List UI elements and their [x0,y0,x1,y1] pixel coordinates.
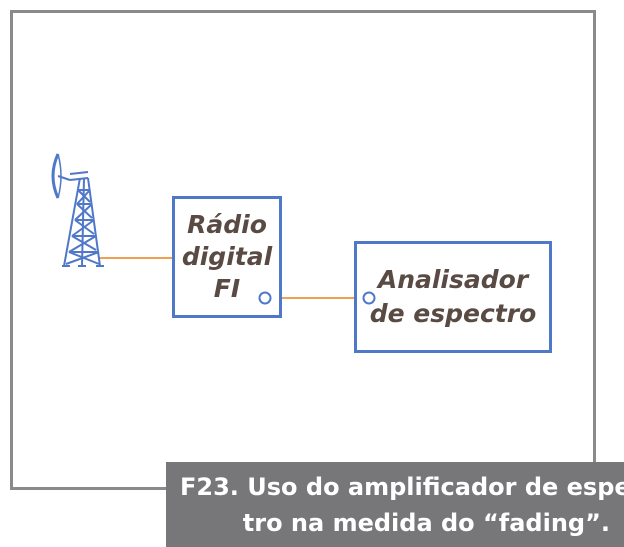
radio-box-line-2: digital [181,242,273,271]
radio-box-line-3: FI [213,274,241,303]
analyzer-box-line-2: de espectro [369,299,537,328]
caption-line-2: tro na medida do “fading”. [242,509,610,537]
analyzer-box-line-1: Analisador [377,265,529,294]
spectrum-analyzer-box: Analisador de espectro [354,241,552,353]
figure-caption: F23. Uso do amplificador de espec- tro n… [166,462,624,547]
antenna-tower-icon [51,153,104,267]
caption-line-1: F23. Uso do amplificador de espec- [180,473,624,501]
radio-box-line-1: Rádio [187,210,267,239]
digital-radio-box: Rádio digital FI [172,196,282,318]
